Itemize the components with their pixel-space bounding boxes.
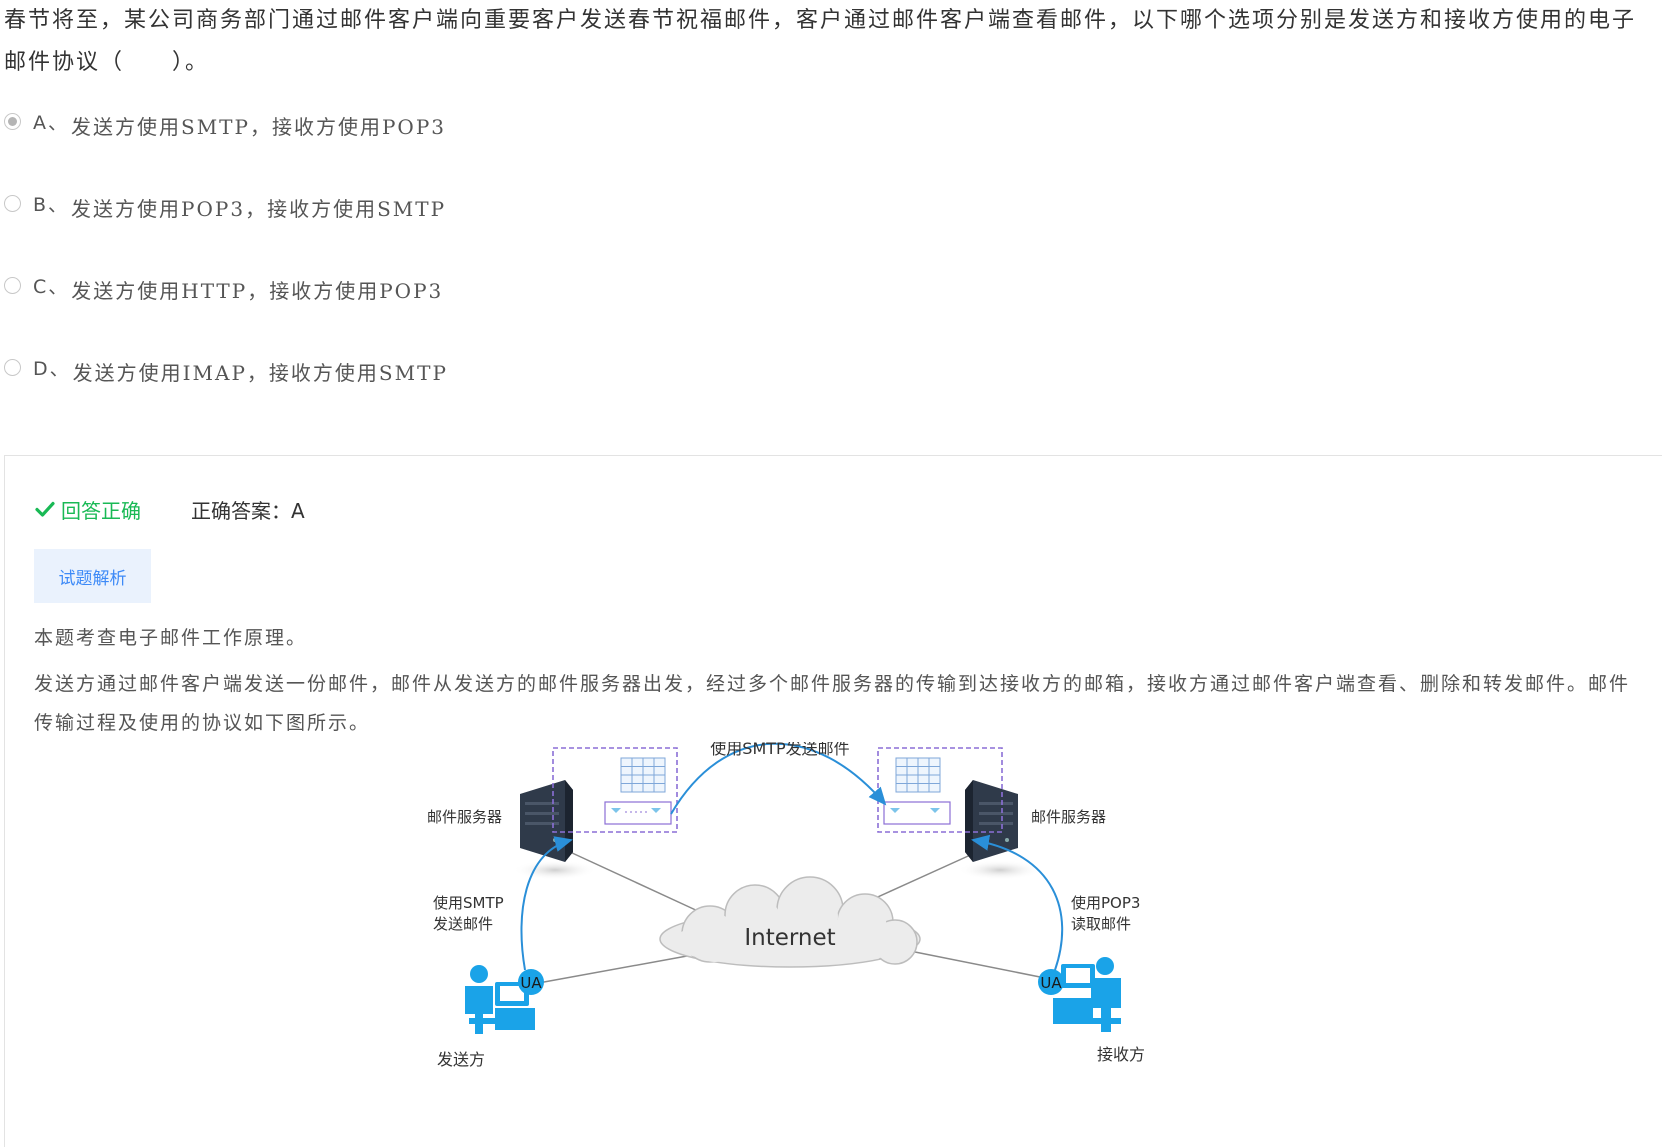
sender-label: 发送方 [437,1050,485,1069]
option-d[interactable]: D、 发送方使用IMAP，接收方使用SMTP [4,351,448,391]
right-link-label-1: 使用POP3 [1071,894,1140,912]
left-mailbox-grid-icon [620,757,666,793]
option-c-radio[interactable] [4,276,21,294]
check-icon [35,501,55,517]
result-row: 回答正确 正确答案：A [35,491,305,527]
email-flow-diagram: Internet 邮件服务器 [425,739,1185,1086]
option-d-radio[interactable] [4,358,21,376]
option-b[interactable]: B、 发送方使用POP3，接收方使用SMTP [4,187,446,227]
smtp-server-to-server-arrow [670,742,887,815]
internet-cloud-icon [659,876,921,968]
sender-ua-label: UA [520,974,542,992]
option-a-letter: A、 [33,111,69,134]
option-d-letter: D、 [33,357,71,380]
option-a-radio[interactable] [4,112,21,130]
receiver-user-icon [1053,957,1121,1032]
link-left-server-internet [569,851,701,913]
right-link-label-2: 读取邮件 [1071,915,1131,933]
right-server-label: 邮件服务器 [1031,808,1106,826]
pop3-server-to-receiver-arrow [971,834,1064,971]
option-a[interactable]: A、 发送方使用SMTP，接收方使用POP3 [4,105,446,145]
right-server-icon [965,780,1018,862]
link-receiver-internet [914,951,1046,979]
link-sender-internet [532,955,688,985]
top-smtp-label: 使用SMTP发送邮件 [710,742,849,758]
left-server-icon [520,780,573,862]
left-link-label-2: 发送邮件 [433,915,493,933]
sender-user-icon [465,965,535,1034]
analysis-paragraph-2: 发送方通过邮件客户端发送一份邮件，邮件从发送方的邮件服务器出发，经过多个邮件服务… [34,673,1631,734]
analysis-panel: 回答正确 正确答案：A 试题解析 本题考查电子邮件工作原理。 发送方通过邮件客户… [4,455,1662,1147]
option-c-text: 发送方使用HTTP，接收方使用POP3 [71,278,444,303]
option-b-text: 发送方使用POP3，接收方使用SMTP [71,196,447,221]
internet-label: Internet [744,925,835,951]
option-b-letter: B、 [33,193,70,216]
left-link-label-1: 使用SMTP [433,894,504,912]
left-server-label: 邮件服务器 [427,808,502,826]
option-c-letter: C、 [33,275,70,298]
option-a-text: 发送方使用SMTP，接收方使用POP3 [71,114,447,139]
left-mailbox-tray [604,801,672,825]
receiver-ua-label: UA [1040,974,1062,992]
smtp-sender-to-server-arrow [520,836,573,971]
question-text: 春节将至，某公司商务部门通过邮件客户端向重要客户发送春节祝福邮件，客户通过邮件客… [4,8,1637,75]
option-b-radio[interactable] [4,194,21,212]
option-d-text: 发送方使用IMAP，接收方使用SMTP [72,360,448,385]
sender-ua-badge [518,969,544,995]
tab-analysis[interactable]: 试题解析 [34,549,151,603]
receiver-ua-badge [1038,969,1064,995]
analysis-paragraph-1: 本题考查电子邮件工作原理。 [34,627,308,649]
result-status: 回答正确 [61,498,141,523]
receiver-label: 接收方 [1097,1045,1145,1064]
right-mailbox-tray [883,801,951,825]
correct-answer: 正确答案：A [191,498,305,523]
right-mailbox-grid-icon [895,757,941,793]
option-c[interactable]: C、 发送方使用HTTP，接收方使用POP3 [4,269,443,309]
